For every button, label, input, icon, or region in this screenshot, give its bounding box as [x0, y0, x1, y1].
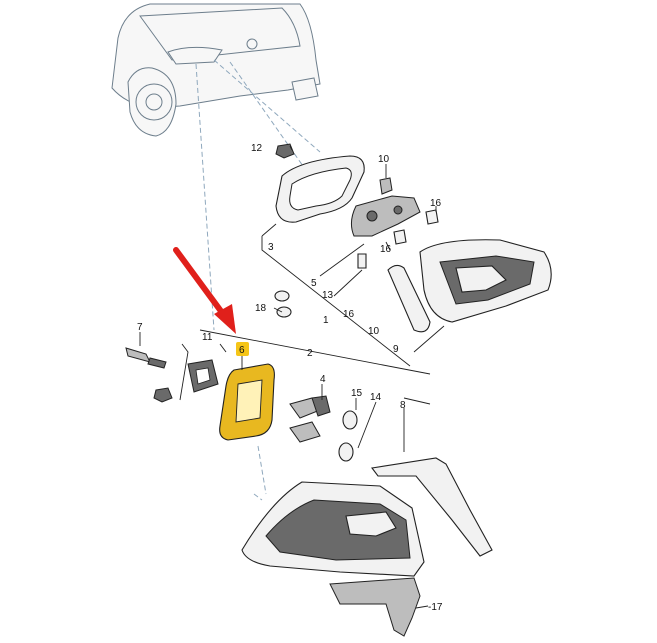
callout-16-middle: 16 — [380, 244, 392, 255]
callout-16-lower: 16 — [343, 309, 355, 320]
callout-12: 12 — [251, 143, 263, 154]
callout-15: 15 — [351, 388, 363, 399]
bulb-carrier-part-6-highlighted — [219, 363, 275, 441]
callout-7: 7 — [137, 322, 143, 333]
callout-9: 9 — [393, 344, 399, 355]
callout-8: 8 — [400, 400, 406, 411]
bulb-part-16-upper — [393, 209, 439, 245]
callout-1: 1 — [323, 315, 329, 326]
callout-4: 4 — [320, 374, 326, 385]
callout-16-top: 16 — [430, 198, 442, 209]
callout-11: 11 — [202, 332, 213, 343]
callout-10-lower: 10 — [368, 326, 380, 337]
outer-tail-light-part-2 — [241, 481, 425, 577]
bulb-part-13 — [357, 253, 367, 269]
trim-strip-part-9 — [387, 264, 431, 333]
callout-labels: 1 2 3 4 5 6 7 8 9 10 10 11 12 13 14 15 1… — [137, 143, 443, 613]
inner-tail-light-part-1 — [419, 239, 552, 323]
callout-17: -17 — [428, 602, 443, 613]
bulbs-part-15 — [338, 410, 358, 462]
callout-18: 18 — [255, 303, 267, 314]
bracket-part-17 — [329, 577, 421, 637]
screw-part-7 — [125, 347, 167, 369]
callout-13: 13 — [322, 290, 334, 301]
red-pointer-arrow-icon — [173, 247, 236, 334]
gasket-part-3 — [275, 155, 365, 223]
leader-lines — [139, 145, 445, 609]
callout-6: 6 — [239, 345, 245, 356]
nut-part-7 — [153, 387, 173, 403]
bulb-sockets-part-4 — [289, 395, 331, 443]
trim-part-8 — [371, 457, 493, 557]
callout-14: 14 — [370, 392, 382, 403]
bulb-part-10 — [379, 177, 393, 195]
car-rear-view-icon — [111, 3, 321, 331]
callout-10-upper: 10 — [378, 154, 390, 165]
callout-2: 2 — [307, 348, 313, 359]
bulb-holder-part-5 — [350, 195, 421, 237]
callout-3: 3 — [268, 242, 274, 253]
caps-part-18 — [274, 290, 292, 318]
gasket-part-11 — [187, 359, 219, 393]
nut-part-12 — [275, 143, 295, 159]
callout-5: 5 — [311, 278, 317, 289]
callout-6-highlight — [236, 342, 249, 356]
